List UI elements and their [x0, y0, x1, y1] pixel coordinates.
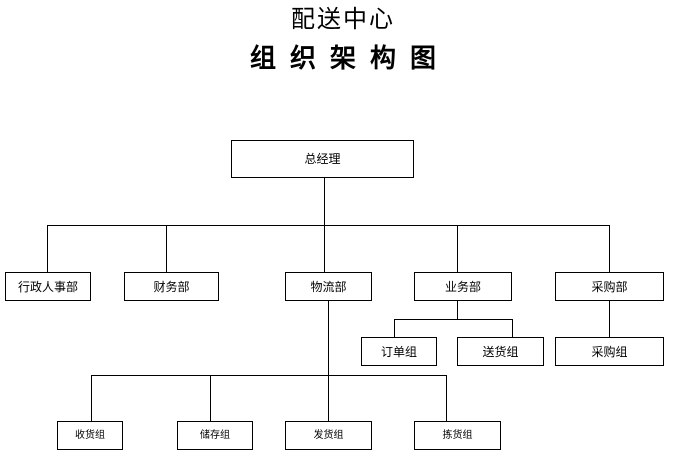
- node-delivery-group: 送货组: [457, 337, 544, 366]
- node-picking-group: 拣货组: [414, 421, 501, 450]
- title-line-1: 配送中心: [291, 5, 395, 33]
- node-purchasing-dept: 采购部: [555, 272, 664, 301]
- node-finance-dept: 财务部: [124, 272, 219, 301]
- node-logistics-dept: 物流部: [285, 272, 372, 301]
- node-receiving-group: 收货组: [57, 421, 123, 450]
- node-order-group: 订单组: [361, 337, 437, 366]
- title-line-2: 组织架构图: [249, 44, 450, 74]
- node-business-dept: 业务部: [414, 272, 512, 301]
- node-shipping-group: 发货组: [285, 421, 372, 450]
- node-admin-hr-dept: 行政人事部: [5, 272, 91, 301]
- node-purchase-group: 采购组: [555, 337, 664, 366]
- node-storage-group: 储存组: [177, 421, 253, 450]
- node-general-manager: 总经理: [231, 140, 414, 178]
